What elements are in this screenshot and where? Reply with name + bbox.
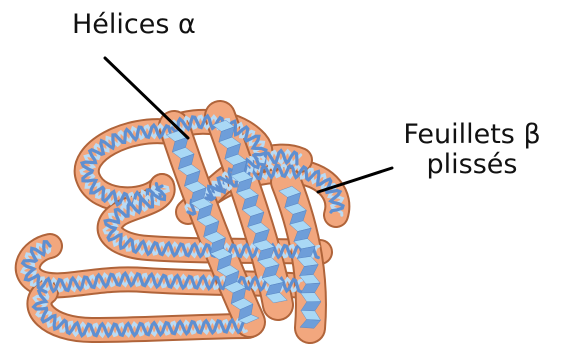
protein-structure-diagram [0, 0, 568, 358]
